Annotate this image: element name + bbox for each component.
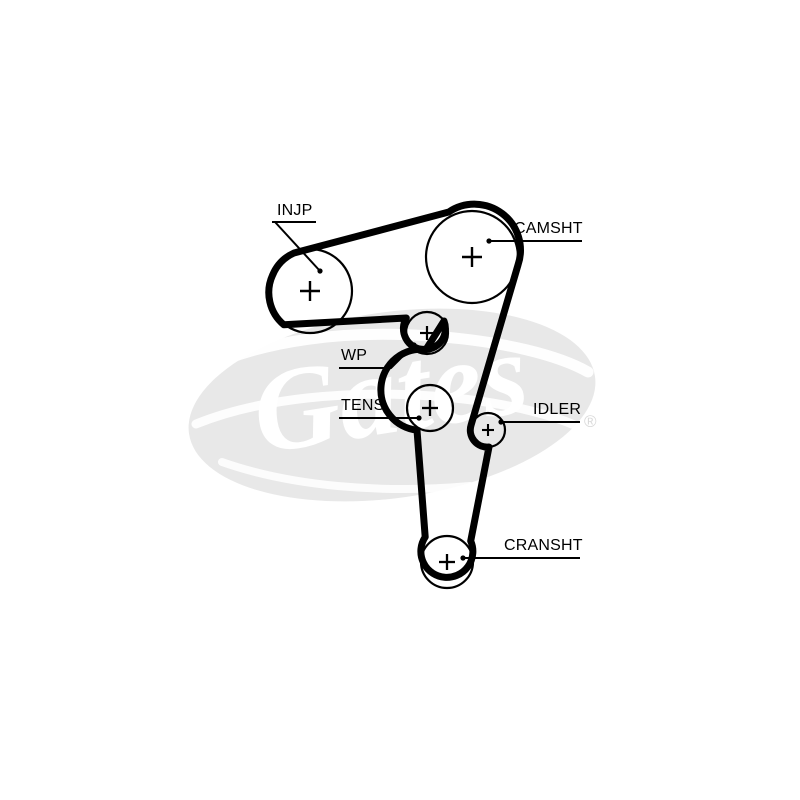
callout-cransht[interactable]: CRANSHT bbox=[460, 537, 583, 561]
watermark-tail-stroke bbox=[218, 458, 474, 493]
pulley-camsht[interactable] bbox=[424, 209, 520, 305]
pulley-idler[interactable] bbox=[469, 411, 507, 449]
pulley-injp[interactable] bbox=[266, 247, 354, 335]
pulley-idler-circle[interactable] bbox=[469, 411, 507, 449]
callout-idler-label: IDLER bbox=[533, 401, 581, 418]
pulley-idler-center-cross-icon bbox=[482, 424, 494, 436]
watermark-registered-icon: ® bbox=[584, 412, 597, 431]
callout-group: INJP CAMSHT WP TENS bbox=[272, 202, 583, 561]
callout-camsht-label: CAMSHT bbox=[514, 220, 583, 237]
callout-cransht-label: CRANSHT bbox=[504, 537, 583, 554]
callout-wp-leader-line bbox=[339, 344, 415, 369]
callout-wp-anchor-dot bbox=[411, 342, 417, 348]
watermark-swoosh-lower bbox=[191, 389, 597, 439]
pulley-injp-circle[interactable] bbox=[266, 247, 354, 335]
callout-camsht[interactable]: CAMSHT bbox=[486, 220, 583, 244]
pulley-tens-circle[interactable] bbox=[405, 383, 455, 433]
callout-injp-leader-line bbox=[274, 221, 321, 272]
pulley-wp[interactable] bbox=[404, 310, 450, 356]
callout-injp-label: INJP bbox=[277, 202, 312, 219]
callout-tens-label: TENS bbox=[341, 397, 384, 414]
callout-cransht-anchor-dot bbox=[460, 555, 466, 561]
callout-tens[interactable]: TENS bbox=[339, 397, 422, 421]
pulley-cransht-circle[interactable] bbox=[419, 534, 475, 590]
callout-wp-label: WP bbox=[341, 347, 367, 364]
callout-tens-anchor-dot bbox=[416, 415, 422, 421]
pulley-tens-center-cross-icon bbox=[422, 400, 438, 416]
callout-wp[interactable]: WP bbox=[339, 342, 417, 369]
pulley-group bbox=[266, 209, 520, 590]
callout-camsht-anchor-dot bbox=[486, 238, 492, 244]
callout-injp-anchor-dot bbox=[317, 268, 323, 274]
callout-injp[interactable]: INJP bbox=[272, 202, 323, 274]
pulley-camsht-center-cross-icon bbox=[462, 247, 482, 267]
pulley-injp-center-cross-icon bbox=[300, 281, 320, 301]
pulley-tens[interactable] bbox=[405, 383, 455, 433]
pulley-cransht[interactable] bbox=[419, 534, 475, 590]
pulley-camsht-circle[interactable] bbox=[424, 209, 520, 305]
callout-idler[interactable]: IDLER bbox=[498, 401, 581, 425]
pulley-cransht-center-cross-icon bbox=[439, 554, 455, 570]
callout-idler-anchor-dot bbox=[498, 419, 504, 425]
pulley-wp-circle[interactable] bbox=[404, 310, 450, 356]
pulley-wp-center-cross-icon bbox=[420, 326, 434, 340]
watermark-swoosh-upper bbox=[199, 328, 594, 378]
